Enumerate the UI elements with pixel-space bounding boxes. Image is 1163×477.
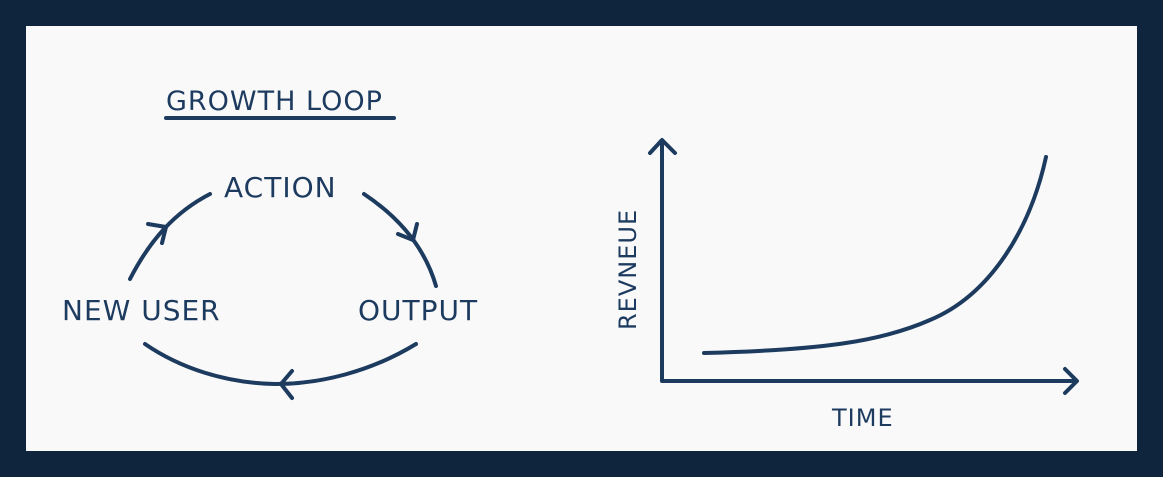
arrowhead-to-action — [146, 222, 168, 245]
node-new-user: NEW USER — [62, 294, 221, 327]
node-action: ACTION — [224, 171, 337, 204]
node-output: OUTPUT — [358, 294, 478, 327]
x-axis-arrow-icon — [1063, 367, 1079, 395]
arrowhead-to-output — [396, 222, 419, 242]
arrowhead-to-newuser — [279, 369, 294, 400]
arc-output-to-newuser — [143, 342, 418, 386]
y-axis-label: REVNEUE — [614, 209, 642, 330]
growth-loop-title: GROWTH LOOP — [166, 86, 383, 117]
arc-newuser-to-action — [128, 192, 212, 281]
arc-action-to-output — [362, 192, 438, 288]
chart-axes — [660, 139, 1078, 383]
y-axis-arrow-icon — [648, 138, 677, 155]
exponential-curve — [702, 155, 1048, 355]
x-axis-label: TIME — [831, 404, 894, 432]
